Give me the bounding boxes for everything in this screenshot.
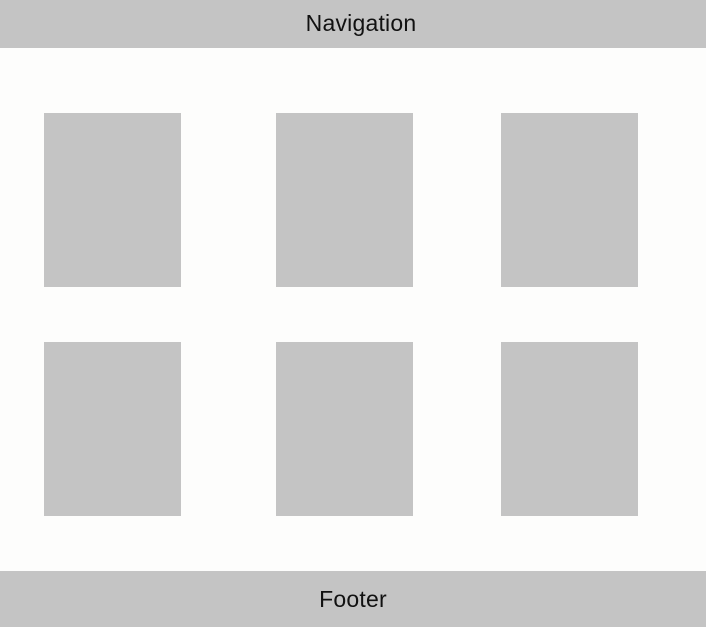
footer-bar: Footer <box>0 571 706 627</box>
grid-tile <box>276 342 413 516</box>
content-area <box>0 48 706 571</box>
grid-tile <box>44 113 181 287</box>
footer-label: Footer <box>319 585 387 612</box>
grid-tile <box>44 342 181 516</box>
navigation-bar: Navigation <box>0 0 706 48</box>
navigation-label[interactable]: Navigation <box>305 9 417 36</box>
grid-tile <box>501 342 638 516</box>
grid-tile <box>501 113 638 287</box>
grid-tile <box>276 113 413 287</box>
